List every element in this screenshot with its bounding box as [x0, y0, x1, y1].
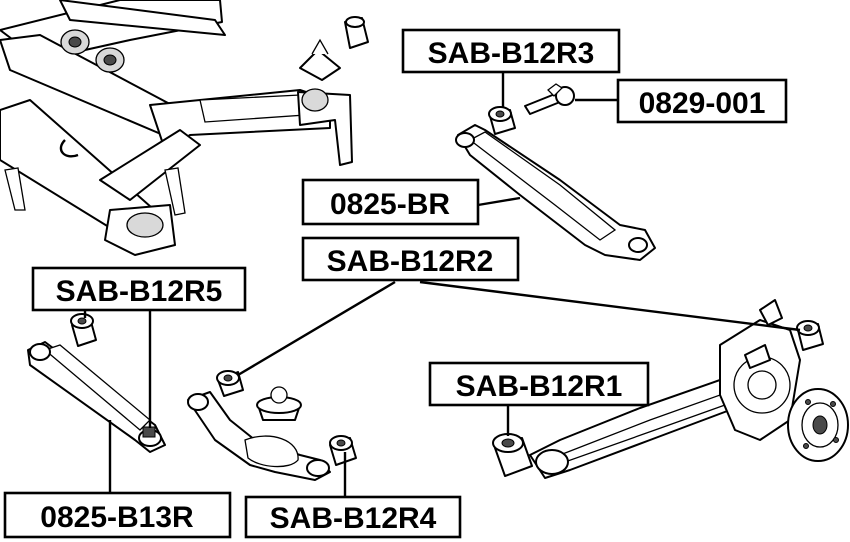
- lower-arm-icon: [187, 391, 331, 481]
- lateral-link-icon: [27, 341, 166, 453]
- label-0825-b13r: 0825-B13R: [3, 491, 232, 539]
- label-sab-b12r5-text: SAB-B12R5: [56, 275, 223, 308]
- rear-subframe-icon: [0, 0, 353, 256]
- label-sab-b12r1: SAB-B12R1: [428, 361, 650, 407]
- label-sab-b12r3-text: SAB-B12R3: [428, 37, 595, 70]
- label-sab-b12r4-text: SAB-B12R4: [270, 502, 437, 535]
- label-sab-b12r2: SAB-B12R2: [301, 236, 520, 282]
- bushing-icon: [488, 106, 516, 135]
- bushing-icon: [796, 320, 824, 351]
- label-0829-001-text: 0829-001: [639, 87, 766, 120]
- spring-seat-icon: [256, 386, 302, 421]
- bushing-icon: [329, 435, 357, 466]
- bushing-icon: [492, 433, 533, 477]
- label-0825-b13r-text: 0825-B13R: [40, 501, 194, 534]
- mount-bushing-icon: [299, 16, 369, 81]
- label-sab-b12r3: SAB-B12R3: [401, 28, 621, 74]
- label-0829-001: 0829-001: [616, 78, 788, 124]
- label-sab-b12r4: SAB-B12R4: [244, 495, 462, 539]
- cam-bolt-icon: [524, 83, 575, 115]
- bushing-icon: [70, 313, 97, 347]
- label-0825-br-text: 0825-BR: [330, 188, 450, 221]
- knuckle-hub-icon: [529, 299, 849, 479]
- label-sab-b12r1-text: SAB-B12R1: [456, 370, 623, 403]
- label-0825-br: 0825-BR: [301, 178, 480, 226]
- bushing-icon: [216, 370, 244, 397]
- control-arm-icon: [455, 124, 656, 261]
- leader-lines: [83, 72, 801, 500]
- label-sab-b12r2-text: SAB-B12R2: [327, 245, 494, 278]
- label-sab-b12r5: SAB-B12R5: [31, 266, 247, 312]
